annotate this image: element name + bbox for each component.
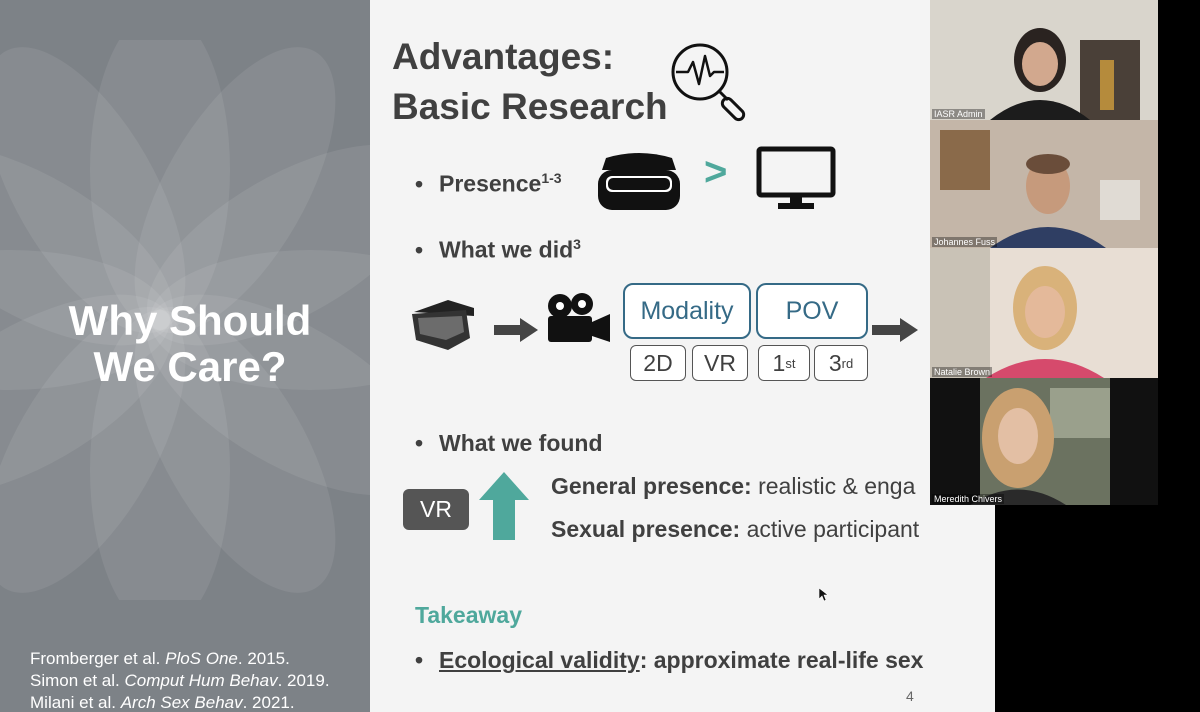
participant-name: Natalie Brown bbox=[932, 367, 993, 377]
bullet-what-we-found: •What we found bbox=[415, 430, 603, 456]
pov-box: POV bbox=[756, 283, 868, 339]
slide-title: Advantages: Basic Research bbox=[392, 32, 668, 132]
video-tile[interactable]: Meredith Chivers bbox=[930, 378, 1158, 505]
empty-area bbox=[995, 505, 1200, 712]
slide-title-line1: Advantages: bbox=[392, 36, 615, 77]
slide-title-line2: Basic Research bbox=[392, 86, 668, 127]
arrow-right-icon bbox=[872, 318, 918, 342]
takeaway-heading: Takeaway bbox=[415, 602, 522, 628]
arrow-right-icon bbox=[494, 318, 538, 342]
page-number: 4 bbox=[906, 688, 914, 704]
up-arrow-icon bbox=[479, 472, 529, 540]
video-tile[interactable]: Natalie Brown bbox=[930, 248, 1158, 378]
participant-video bbox=[930, 378, 1158, 505]
modality-box: Modality bbox=[623, 283, 751, 339]
participant-name: Johannes Fuss bbox=[932, 237, 998, 247]
mouse-cursor-icon bbox=[819, 588, 829, 602]
film-camera-icon bbox=[548, 293, 610, 342]
box-2d: 2D bbox=[630, 345, 686, 381]
bullet-what-we-did: •What we did3 bbox=[415, 236, 581, 263]
general-presence-line: General presence: realistic & enga bbox=[551, 473, 916, 499]
vr-headset-small-icon bbox=[412, 300, 474, 350]
section-title-line2: We Care? bbox=[93, 343, 287, 390]
box-vr: VR bbox=[692, 345, 748, 381]
bullet-ecological-validity: •Ecological validity: approximate real-l… bbox=[415, 647, 924, 673]
participant-video bbox=[930, 248, 1158, 378]
reference-item: Simon et al. Comput Hum Behav. 2019. bbox=[30, 671, 330, 690]
references-list: Fromberger et al. PloS One. 2015. Simon … bbox=[30, 648, 330, 712]
reference-item: Fromberger et al. PloS One. 2015. bbox=[30, 649, 290, 668]
presentation-slide: Advantages: Basic Research •Presence1-3 … bbox=[370, 0, 995, 712]
magnifier-heartbeat-icon bbox=[671, 43, 746, 122]
reference-item: Milani et al. Arch Sex Behav. 2021. bbox=[30, 693, 295, 712]
participant-name: IASR Admin bbox=[932, 109, 985, 119]
participant-video-panel: IASR Admin Johannes Fuss Natalie Brown bbox=[930, 0, 1158, 505]
bullet-presence: •Presence1-3 bbox=[415, 170, 562, 197]
video-tile[interactable]: Johannes Fuss bbox=[930, 120, 1158, 248]
participant-video bbox=[930, 120, 1158, 248]
video-tile[interactable]: IASR Admin bbox=[930, 0, 1158, 120]
sexual-presence-line: Sexual presence: active participant bbox=[551, 516, 920, 542]
section-title: Why Should We Care? bbox=[0, 298, 370, 390]
petal-decoration bbox=[0, 40, 370, 600]
greater-than-sign: > bbox=[704, 150, 728, 194]
monitor-icon bbox=[756, 146, 836, 209]
participant-video bbox=[930, 0, 1158, 120]
vr-headset-icon bbox=[598, 153, 680, 210]
left-title-panel: Why Should We Care? Fromberger et al. Pl… bbox=[0, 0, 370, 712]
participant-name: Meredith Chivers bbox=[932, 494, 1005, 504]
vr-badge: VR bbox=[403, 489, 469, 530]
section-title-line1: Why Should bbox=[68, 297, 312, 344]
